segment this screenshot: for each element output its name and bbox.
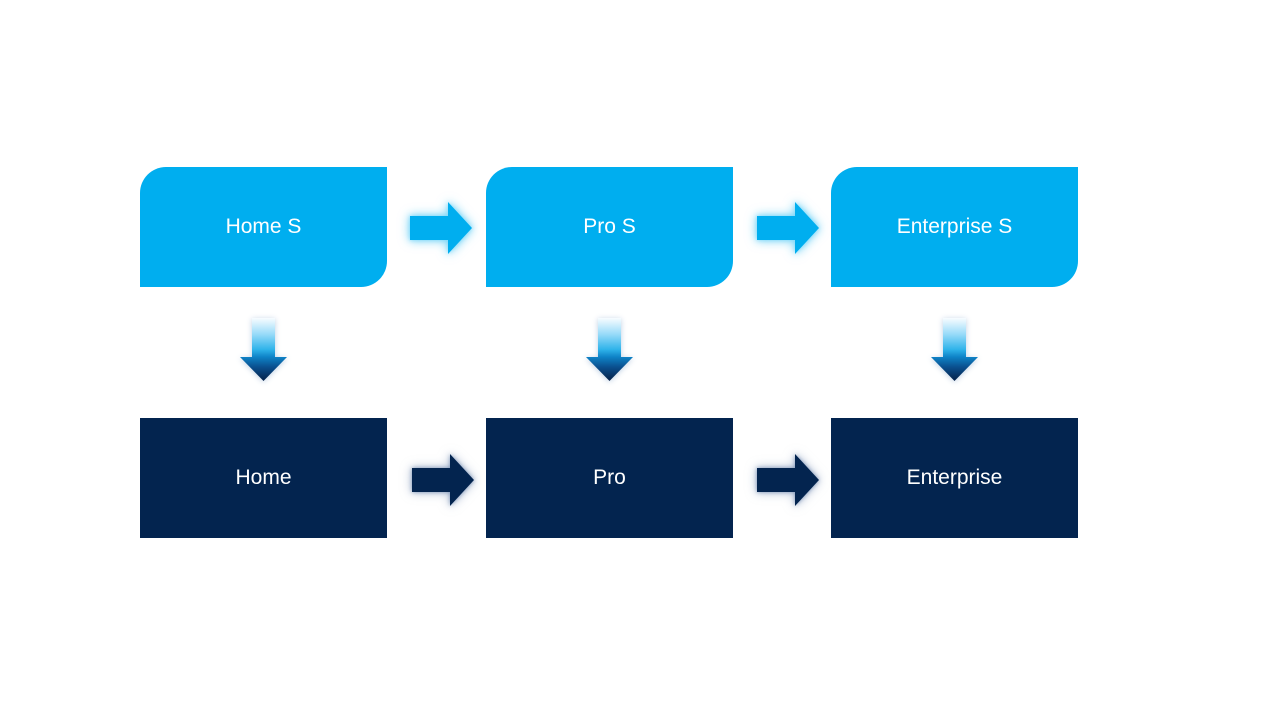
box-home-s-label: Home S xyxy=(225,215,302,239)
box-home: Home xyxy=(140,418,387,538)
box-pro-label: Pro xyxy=(593,466,626,490)
down-arrow-icon xyxy=(240,318,287,381)
box-enterprise-s-label: Enterprise S xyxy=(896,215,1013,239)
box-enterprise-label: Enterprise xyxy=(906,466,1003,490)
box-enterprise: Enterprise xyxy=(831,418,1078,538)
down-arrow-shape xyxy=(586,318,633,381)
box-home-label: Home xyxy=(235,466,292,490)
down-arrow-icon xyxy=(586,318,633,381)
right-arrow-icon xyxy=(412,454,474,506)
right-arrow-icon xyxy=(757,454,819,506)
box-enterprise-s: Enterprise S xyxy=(831,167,1078,287)
box-home-s: Home S xyxy=(140,167,387,287)
right-arrow-shape xyxy=(410,202,472,254)
right-arrow-icon xyxy=(757,202,819,254)
right-arrow-shape xyxy=(757,202,819,254)
right-arrow-shape xyxy=(757,454,819,506)
down-arrow-shape xyxy=(931,318,978,381)
down-arrow-icon xyxy=(931,318,978,381)
box-pro-s-label: Pro S xyxy=(583,215,636,239)
right-arrow-icon xyxy=(410,202,472,254)
box-pro-s: Pro S xyxy=(486,167,733,287)
box-pro: Pro xyxy=(486,418,733,538)
down-arrow-shape xyxy=(240,318,287,381)
right-arrow-shape xyxy=(412,454,474,506)
